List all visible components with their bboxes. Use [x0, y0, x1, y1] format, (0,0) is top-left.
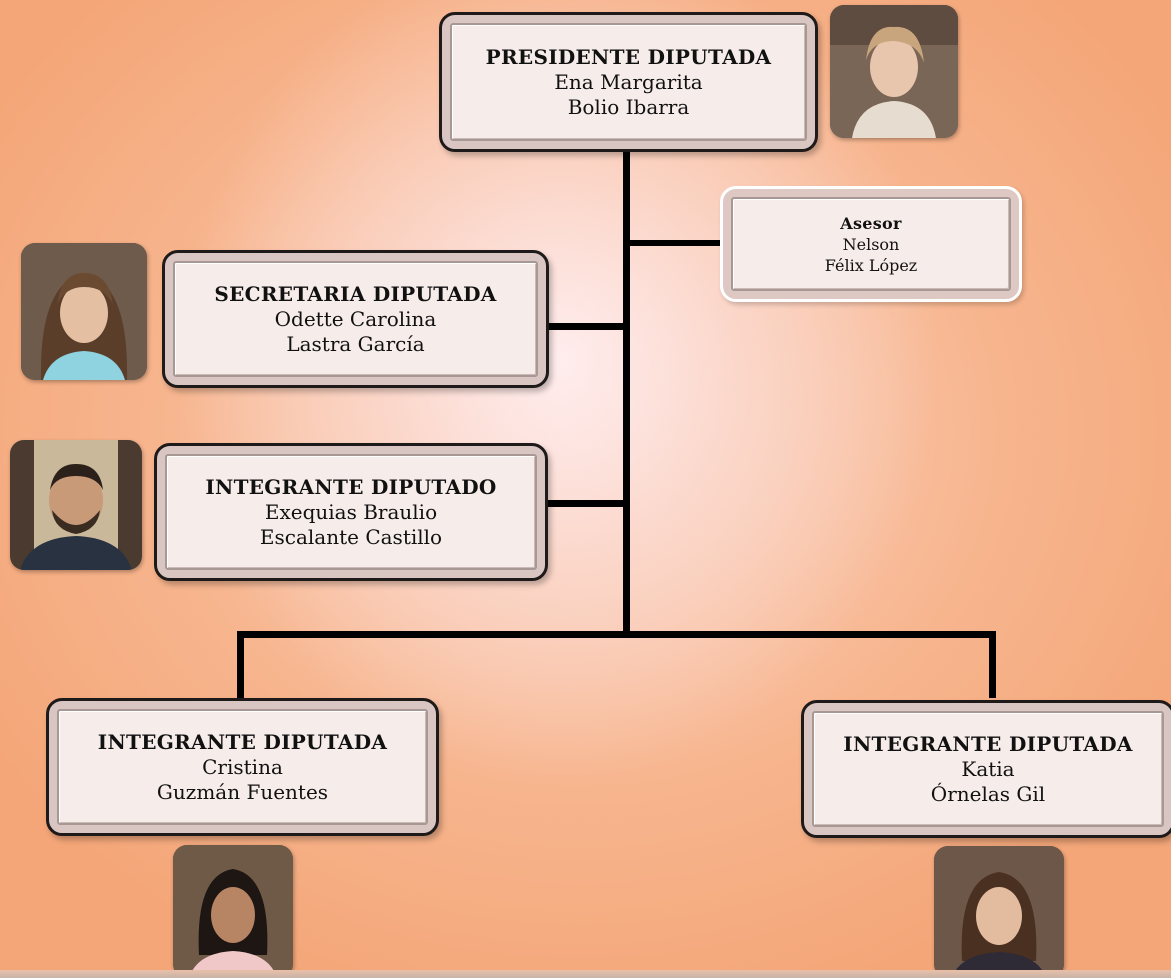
portrait-icon — [830, 5, 958, 138]
member-male-first-name: Exequias Braulio — [264, 499, 438, 524]
advisor-first-name: Nelson — [842, 234, 900, 254]
secretary-first-name: Odette Carolina — [274, 306, 437, 331]
president-card: PRESIDENTE DIPUTADA Ena Margarita Bolio … — [439, 12, 818, 152]
member-male-photo — [10, 440, 142, 570]
secretary-connector — [548, 323, 624, 330]
bottom-band — [0, 970, 1171, 978]
member-male-last-name: Escalante Castillo — [259, 524, 443, 549]
member-left-first-name: Cristina — [202, 754, 283, 779]
member-right-card: INTEGRANTE DIPUTADA Katia Órnelas Gil — [801, 700, 1171, 838]
bottom-horizontal-line — [237, 631, 996, 638]
advisor-last-name: Félix López — [824, 255, 918, 275]
advisor-connector — [630, 240, 720, 246]
secretary-photo — [21, 243, 147, 380]
portrait-icon — [21, 243, 147, 380]
secretary-last-name: Lastra García — [286, 331, 425, 356]
member-male-role: INTEGRANTE DIPUTADO — [205, 474, 497, 499]
left-drop-line — [237, 631, 244, 698]
right-drop-line — [989, 631, 996, 698]
member-male-connector — [548, 500, 624, 507]
advisor-card: Asesor Nelson Félix López — [720, 186, 1022, 302]
portrait-icon — [934, 846, 1064, 978]
advisor-role: Asesor — [840, 213, 902, 233]
member-right-photo — [934, 846, 1064, 978]
member-right-last-name: Órnelas Gil — [930, 781, 1046, 806]
member-male-card: INTEGRANTE DIPUTADO Exequias Braulio Esc… — [154, 443, 548, 581]
portrait-icon — [173, 845, 293, 978]
member-left-last-name: Guzmán Fuentes — [156, 779, 329, 804]
secretary-card: SECRETARIA DIPUTADA Odette Carolina Last… — [162, 250, 549, 388]
member-left-card: INTEGRANTE DIPUTADA Cristina Guzmán Fuen… — [46, 698, 439, 836]
portrait-icon — [10, 440, 142, 570]
secretary-role: SECRETARIA DIPUTADA — [214, 281, 497, 306]
president-photo — [830, 5, 958, 138]
president-role: PRESIDENTE DIPUTADA — [485, 44, 772, 69]
trunk-line — [623, 150, 630, 638]
president-last-name: Bolio Ibarra — [567, 94, 690, 119]
president-first-name: Ena Margarita — [554, 69, 703, 94]
member-left-photo — [173, 845, 293, 978]
member-right-role: INTEGRANTE DIPUTADA — [843, 731, 1133, 756]
member-left-role: INTEGRANTE DIPUTADA — [97, 729, 388, 754]
member-right-first-name: Katia — [961, 756, 1015, 781]
